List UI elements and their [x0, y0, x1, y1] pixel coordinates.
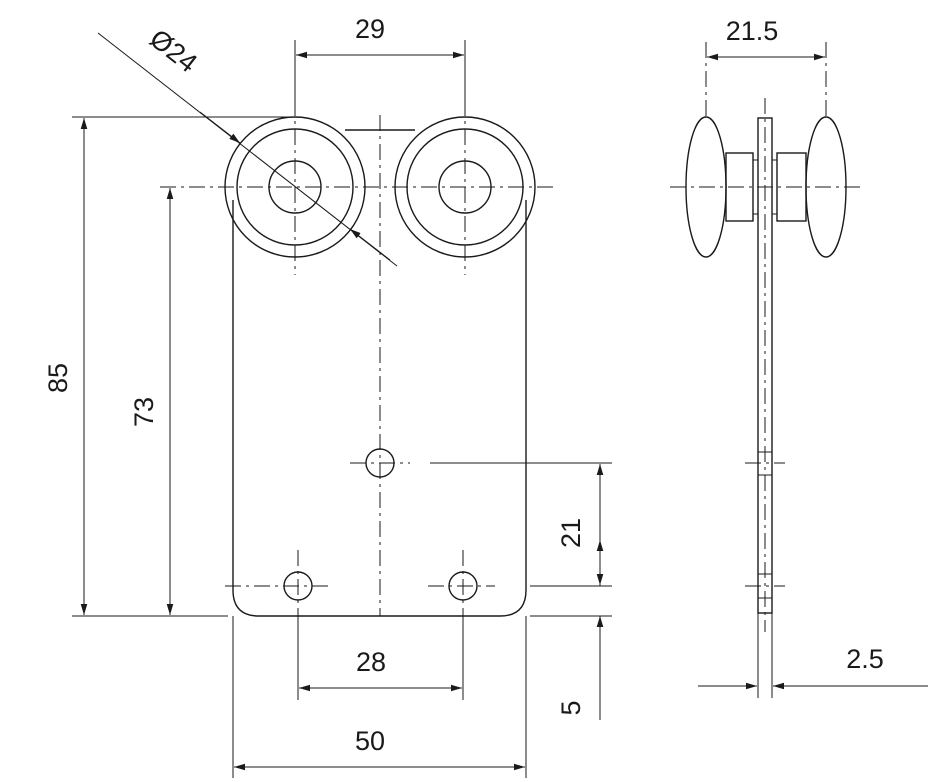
dim-2-5: 2.5: [846, 644, 884, 674]
dim-diameter-24: Ø24: [144, 23, 203, 78]
dim-73: 73: [129, 397, 159, 427]
dim-21-5: 21.5: [726, 16, 779, 46]
front-view: [160, 100, 555, 622]
dim-50: 50: [355, 726, 385, 756]
dim-21: 21: [556, 518, 586, 548]
side-dimensions: 21.5 2.5: [698, 16, 928, 698]
dim-5: 5: [556, 700, 586, 715]
dim-28: 28: [356, 647, 386, 677]
side-view: [670, 98, 860, 632]
dim-29: 29: [355, 14, 385, 44]
dim-85: 85: [43, 363, 73, 393]
